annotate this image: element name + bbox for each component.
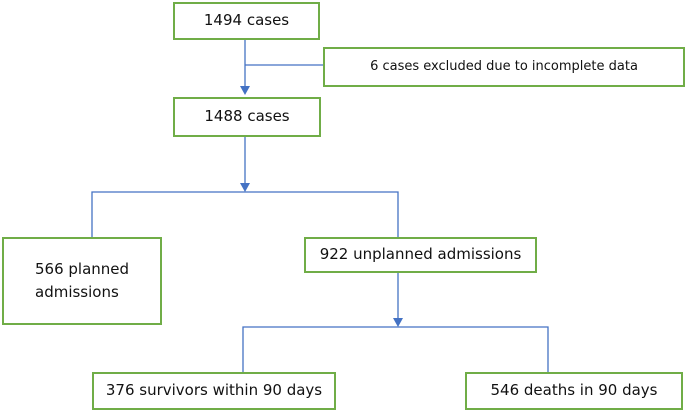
box-excluded-cases-label: 6 cases excluded due to incomplete data <box>370 58 638 74</box>
box-planned-admissions-label: 566 planned admissions <box>35 259 130 301</box>
box-survivors: 376 survivors within 90 days <box>92 372 336 410</box>
box-unplanned-admissions-label: 922 unplanned admissions <box>319 245 522 264</box>
box-total-cases: 1494 cases <box>173 2 320 40</box>
box-survivors-label: 376 survivors within 90 days <box>105 381 323 400</box>
box-unplanned-admissions: 922 unplanned admissions <box>304 237 537 273</box>
arrowhead-to-included <box>240 86 250 95</box>
box-deaths: 546 deaths in 90 days <box>465 372 683 410</box>
box-included-cases: 1488 cases <box>173 97 321 137</box>
box-planned-admissions: 566 planned admissions <box>2 237 162 325</box>
arrowhead-split-outcomes <box>393 318 403 327</box>
arrowhead-split-admissions <box>240 183 250 192</box>
box-excluded-cases: 6 cases excluded due to incomplete data <box>323 47 685 87</box>
box-included-cases-label: 1488 cases <box>204 107 290 126</box>
connector-outcome-split <box>242 326 549 372</box>
box-deaths-label: 546 deaths in 90 days <box>490 381 658 400</box>
box-total-cases-label: 1494 cases <box>203 11 290 30</box>
connector-admission-split <box>91 191 399 237</box>
